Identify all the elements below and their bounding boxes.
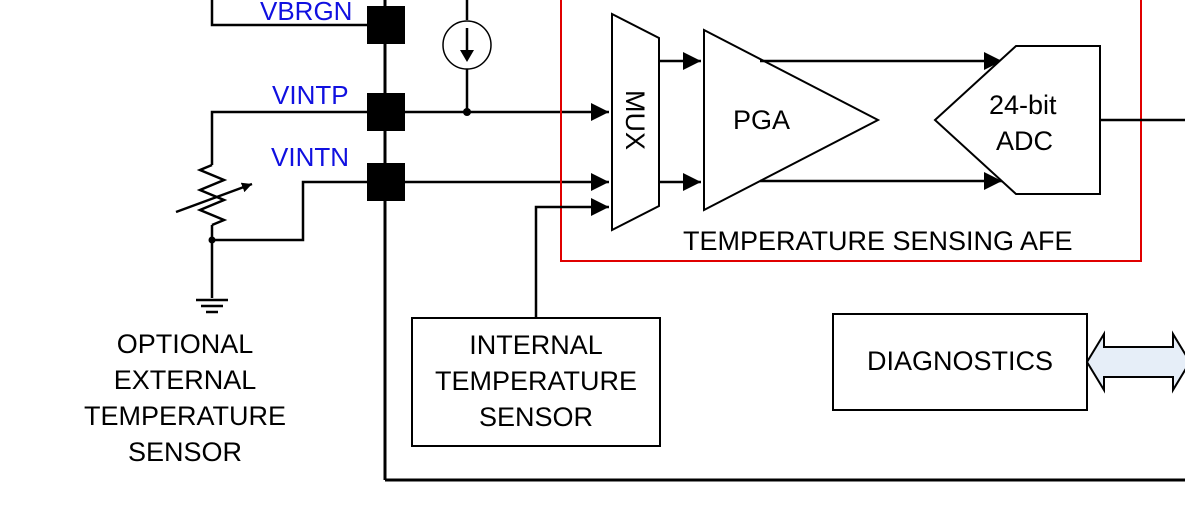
vbrgn-label: VBRGN [260,0,352,26]
adc-label-line1: 24-bit [989,90,1057,120]
vintp-pad [367,93,405,131]
adc-block [933,45,1101,195]
vbrgn-wire [210,0,385,27]
internal-temp-sensor-block [411,317,661,447]
external-sensor-line1: OPTIONAL [117,329,254,359]
ground-icon [196,298,228,314]
thermistor-variable-arrow [175,182,253,214]
mux-block [611,12,660,232]
vintn-pad [367,163,405,201]
afe-boundary [560,0,1142,262]
current-source-arrow-head [460,50,474,62]
mux-label: MUX [620,90,650,150]
external-sensor-line3: TEMPERATURE [84,401,286,431]
afe-title: TEMPERATURE SENSING AFE [683,226,1073,256]
pga-label: PGA [733,105,790,135]
internal-sensor-to-mux-wire [534,198,609,318]
pga-block [703,28,881,212]
diagnostics-bidirectional-arrow-icon [1085,330,1185,394]
vbrgn-pad [367,6,405,44]
external-sensor-line2: EXTERNAL [114,365,257,395]
internal-sensor-line2: TEMPERATURE [435,366,637,396]
vintp-label: VINTP [272,80,349,110]
ext-sensor-vintn-wire [212,180,367,242]
thermistor-icon [196,163,228,227]
ext-sensor-top-wire [210,110,367,165]
external-sensor-line4: SENSOR [128,437,242,467]
diagnostics-label: DIAGNOSTICS [867,346,1053,376]
vintn-label: VINTN [271,142,349,172]
internal-sensor-line3: SENSOR [479,402,593,432]
internal-sensor-line1: INTERNAL [469,330,603,360]
adc-label-line2: ADC [996,126,1053,156]
